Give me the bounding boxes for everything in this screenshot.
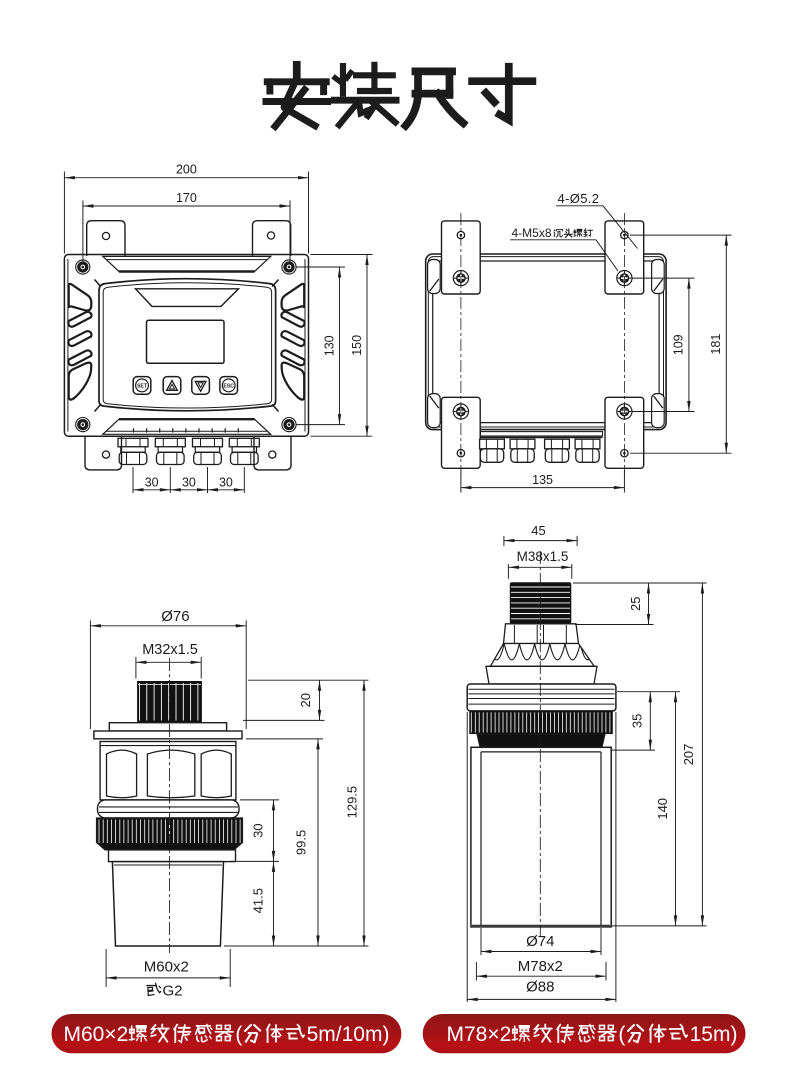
svg-text:4-Ø5.2: 4-Ø5.2 bbox=[558, 191, 600, 206]
svg-text:25: 25 bbox=[628, 597, 643, 611]
svg-text:G2: G2 bbox=[163, 983, 183, 1000]
svg-text:20: 20 bbox=[298, 693, 313, 707]
svg-text:SET: SET bbox=[137, 384, 148, 390]
svg-text:Ø88: Ø88 bbox=[526, 979, 554, 996]
svg-text:M60x2: M60x2 bbox=[144, 959, 189, 976]
svg-text:30: 30 bbox=[182, 475, 196, 489]
svg-text:140: 140 bbox=[655, 798, 670, 820]
svg-text:207: 207 bbox=[681, 744, 696, 766]
svg-text:15m): 15m) bbox=[690, 1023, 738, 1046]
svg-text:99.5: 99.5 bbox=[294, 830, 309, 855]
svg-text:130: 130 bbox=[323, 335, 337, 356]
svg-text:(: ( bbox=[618, 1023, 625, 1046]
svg-text:109: 109 bbox=[672, 334, 686, 355]
svg-text:M78x2: M78x2 bbox=[518, 958, 563, 975]
svg-text:150: 150 bbox=[350, 335, 364, 356]
svg-text:5m/10m): 5m/10m) bbox=[307, 1023, 390, 1046]
svg-text:30: 30 bbox=[219, 475, 233, 489]
svg-text:ESC: ESC bbox=[223, 384, 234, 390]
svg-text:181: 181 bbox=[709, 334, 723, 355]
svg-text:4-M5x8: 4-M5x8 bbox=[512, 226, 552, 240]
svg-text:Ø74: Ø74 bbox=[526, 933, 554, 950]
svg-text:129.5: 129.5 bbox=[345, 786, 360, 819]
svg-text:M32x1.5: M32x1.5 bbox=[142, 642, 198, 658]
svg-text:30: 30 bbox=[145, 475, 159, 489]
svg-text:200: 200 bbox=[176, 163, 197, 177]
svg-text:170: 170 bbox=[176, 191, 197, 205]
svg-text:M60×2: M60×2 bbox=[64, 1023, 129, 1046]
svg-text:135: 135 bbox=[532, 473, 553, 487]
svg-text:M78×2: M78×2 bbox=[447, 1023, 512, 1046]
svg-text:M38x1.5: M38x1.5 bbox=[517, 549, 569, 564]
svg-text:Ø76: Ø76 bbox=[161, 608, 189, 625]
svg-text:35: 35 bbox=[630, 714, 645, 728]
svg-text:30: 30 bbox=[250, 823, 265, 837]
svg-text:45: 45 bbox=[531, 523, 545, 538]
svg-text:41.5: 41.5 bbox=[251, 888, 266, 913]
svg-text:(: ( bbox=[235, 1023, 242, 1046]
